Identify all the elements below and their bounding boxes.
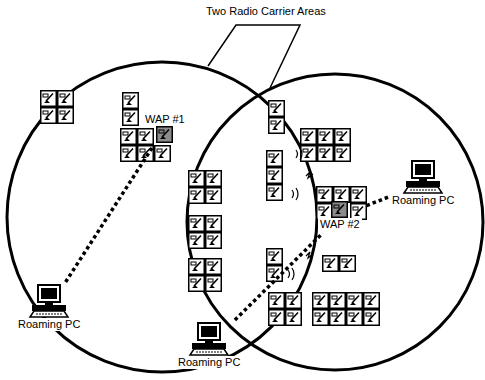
cubicle (155, 146, 171, 162)
cubicle (323, 256, 339, 272)
pc-icon (28, 284, 70, 318)
cubicle (121, 129, 137, 145)
cubicle (123, 110, 139, 126)
cubicle (340, 256, 356, 272)
cubicle (317, 187, 333, 203)
cubicle (123, 93, 139, 109)
cubicle (318, 146, 334, 162)
cubicle (189, 171, 205, 187)
cubicle (206, 216, 222, 232)
cubicle (41, 91, 57, 107)
cubicle (189, 276, 205, 292)
cubicle (121, 146, 137, 162)
cubicle (267, 249, 283, 265)
carrier-area (187, 74, 483, 370)
cubicle (318, 129, 334, 145)
cubicle (267, 151, 283, 167)
pc-icon (402, 160, 444, 194)
cubicle (58, 91, 74, 107)
cubicle (206, 233, 222, 249)
cubicle (206, 171, 222, 187)
cubicle (351, 204, 367, 220)
cubicle (335, 129, 351, 145)
cubicle (313, 310, 329, 326)
access-point: WAP #2 (318, 201, 362, 231)
node-label: Roaming PC (176, 356, 242, 369)
node-label: Roaming PC (16, 318, 82, 331)
cubicle (335, 146, 351, 162)
radio-link (235, 233, 323, 320)
roaming-pc: Roaming PC (16, 284, 82, 331)
bracket (208, 25, 300, 88)
cubicle (267, 266, 283, 282)
cubicle (301, 129, 317, 145)
cubicle (206, 188, 222, 204)
cubicle (364, 310, 380, 326)
cubicle (269, 118, 285, 134)
cubicle (269, 293, 285, 309)
node-label: WAP #2 (318, 218, 362, 231)
roaming-pc: Roaming PC (390, 160, 456, 207)
cubicle (286, 293, 302, 309)
cubicle (351, 187, 367, 203)
cubicle (301, 146, 317, 162)
cubicle (347, 310, 363, 326)
node-label: WAP #1 (143, 113, 187, 126)
radio-link (364, 197, 388, 206)
cubicle (347, 293, 363, 309)
cubicle (58, 108, 74, 124)
pc-icon (188, 322, 230, 356)
cubicle (267, 168, 283, 184)
cubicle (330, 293, 346, 309)
cubicle-group (41, 91, 380, 326)
cubicle (269, 310, 285, 326)
cubicle (267, 185, 283, 201)
cubicle (334, 187, 350, 203)
node-label: Roaming PC (390, 194, 456, 207)
wap-cubicle (156, 126, 173, 143)
cubicle (138, 129, 154, 145)
cubicle (269, 101, 285, 117)
cubicle (189, 188, 205, 204)
diagram-title: Two Radio Carrier Areas (204, 5, 328, 18)
cubicle (364, 293, 380, 309)
radio-waves (288, 148, 313, 280)
radio-link (66, 145, 154, 282)
cubicle (41, 108, 57, 124)
cubicle (206, 276, 222, 292)
roaming-pc: Roaming PC (176, 322, 242, 369)
cubicle (189, 259, 205, 275)
cubicle (189, 216, 205, 232)
carrier-area (7, 62, 317, 372)
cubicle (317, 204, 333, 220)
access-point: WAP #1 (143, 113, 187, 143)
cubicle (206, 259, 222, 275)
cubicle (286, 310, 302, 326)
cubicle (189, 233, 205, 249)
cubicle (313, 293, 329, 309)
cubicle (330, 310, 346, 326)
wap-cubicle (331, 201, 348, 218)
